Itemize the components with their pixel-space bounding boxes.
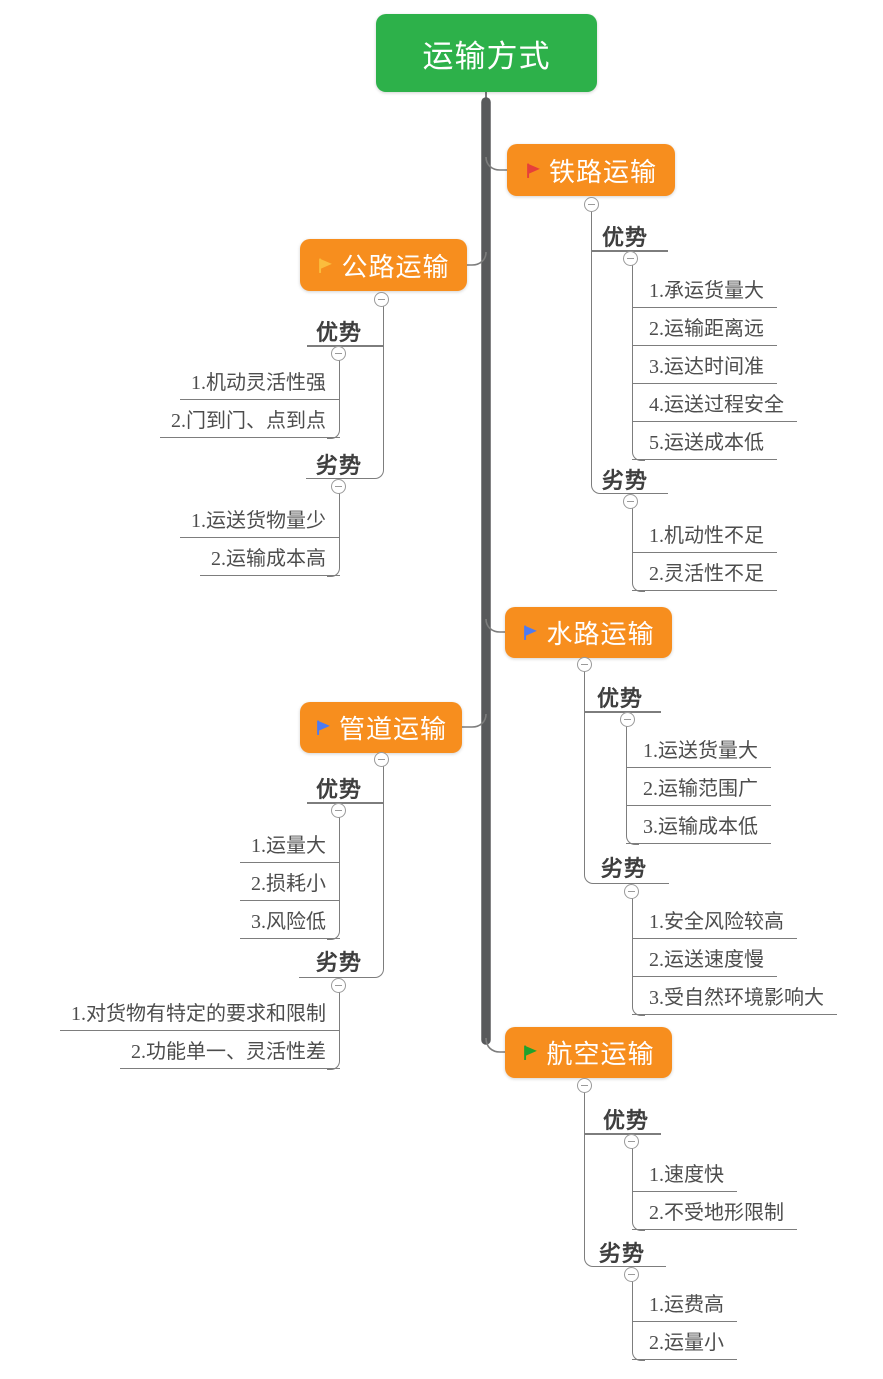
group-underline xyxy=(307,802,384,804)
collapse-button[interactable] xyxy=(331,803,346,818)
collapse-button[interactable] xyxy=(584,197,599,212)
group-underline xyxy=(585,711,661,713)
items-line xyxy=(632,1278,645,1361)
subtopic-item[interactable]: 1.安全风险较高 xyxy=(632,903,797,939)
group-label-advantage[interactable]: 优势 xyxy=(315,777,362,802)
collapse-button[interactable] xyxy=(624,1134,639,1149)
group-label-advantage[interactable]: 优势 xyxy=(603,1108,650,1133)
items-line xyxy=(632,264,645,461)
items-line xyxy=(632,506,645,592)
blue-flag-icon xyxy=(317,720,330,735)
group-label-disadvantage[interactable]: 劣势 xyxy=(601,856,648,881)
subtopic-item[interactable]: 2.损耗小 xyxy=(240,865,340,901)
subtopic-item[interactable]: 2.运输范围广 xyxy=(626,770,771,806)
subtopic-item[interactable]: 3.风险低 xyxy=(240,903,340,939)
subtopic-item[interactable]: 1.运费高 xyxy=(632,1286,737,1322)
items-line xyxy=(327,816,340,940)
group-label-advantage[interactable]: 优势 xyxy=(602,225,649,250)
red-flag-icon xyxy=(527,163,540,178)
subtopic-item[interactable]: 1.机动性不足 xyxy=(632,517,777,553)
subtopic-item[interactable]: 1.对货物有特定的要求和限制 xyxy=(60,995,340,1031)
collapse-button[interactable] xyxy=(577,1078,592,1093)
branch-line xyxy=(299,764,384,978)
subtopic-item[interactable]: 1.承运货量大 xyxy=(632,272,777,308)
subtopic-item[interactable]: 1.运送货量大 xyxy=(626,732,771,768)
topic-label: 铁路运输 xyxy=(548,157,657,187)
items-line xyxy=(327,491,340,577)
collapse-button[interactable] xyxy=(620,712,635,727)
collapse-button[interactable] xyxy=(331,346,346,361)
subtopic-item[interactable]: 3.运输成本低 xyxy=(626,808,771,844)
collapse-button[interactable] xyxy=(623,251,638,266)
collapse-button[interactable] xyxy=(624,1267,639,1282)
items-line xyxy=(626,724,639,845)
items-line xyxy=(327,358,340,439)
topic-label: 水路运输 xyxy=(546,620,655,649)
topic-label: 公路运输 xyxy=(341,252,450,282)
subtopic-item[interactable]: 2.门到门、点到点 xyxy=(160,402,340,438)
subtopic-item[interactable]: 2.运输距离远 xyxy=(632,310,777,346)
subtopic-item[interactable]: 5.运送成本低 xyxy=(632,424,777,460)
group-label-advantage[interactable]: 优势 xyxy=(597,686,644,711)
topic-water[interactable]: 水路运输 xyxy=(505,607,672,658)
group-label-disadvantage[interactable]: 劣势 xyxy=(602,468,649,493)
connector-road xyxy=(467,251,487,266)
group-label-advantage[interactable]: 优势 xyxy=(315,320,362,345)
root-topic[interactable]: 运输方式 xyxy=(376,14,597,92)
subtopic-item[interactable]: 2.功能单一、灵活性差 xyxy=(120,1033,340,1069)
topic-air[interactable]: 航空运输 xyxy=(505,1027,672,1078)
branch-line xyxy=(306,304,384,479)
subtopic-item[interactable]: 2.运输成本高 xyxy=(200,540,340,576)
subtopic-item[interactable]: 1.运送货物量少 xyxy=(180,502,340,538)
collapse-button[interactable] xyxy=(331,479,346,494)
subtopic-item[interactable]: 1.运量大 xyxy=(240,827,340,863)
group-underline xyxy=(585,1133,661,1135)
yellow-flag-icon xyxy=(319,258,333,273)
collapse-button[interactable] xyxy=(623,494,638,509)
items-line xyxy=(632,895,645,1016)
connector-pipe xyxy=(462,713,487,728)
group-label-disadvantage[interactable]: 劣势 xyxy=(315,950,362,975)
connector-water xyxy=(485,618,505,633)
subtopic-item[interactable]: 4.运送过程安全 xyxy=(632,386,797,422)
collapse-button[interactable] xyxy=(374,752,389,767)
branch-line xyxy=(584,1090,666,1267)
topic-pipeline[interactable]: 管道运输 xyxy=(300,702,462,753)
subtopic-item[interactable]: 1.机动灵活性强 xyxy=(180,364,340,400)
connector-rail xyxy=(485,156,507,171)
items-line xyxy=(632,1146,645,1231)
subtopic-item[interactable]: 2.运送速度慢 xyxy=(632,941,777,977)
green-flag-icon xyxy=(524,1045,538,1060)
group-label-disadvantage[interactable]: 劣势 xyxy=(315,453,362,478)
subtopic-item[interactable]: 2.灵活性不足 xyxy=(632,555,777,591)
topic-label: 航空运输 xyxy=(546,1040,655,1069)
group-label-disadvantage[interactable]: 劣势 xyxy=(599,1241,646,1266)
subtopic-item[interactable]: 3.运达时间准 xyxy=(632,348,777,384)
root-topic-label: 运输方式 xyxy=(422,38,551,74)
blue-flag-icon xyxy=(524,625,538,640)
branch-line xyxy=(584,669,669,884)
connector-air xyxy=(485,1037,505,1053)
subtopic-item[interactable]: 2.不受地形限制 xyxy=(632,1194,797,1230)
subtopic-item[interactable]: 1.速度快 xyxy=(632,1156,737,1192)
topic-rail[interactable]: 铁路运输 xyxy=(507,144,675,196)
subtopic-item[interactable]: 3.受自然环境影响大 xyxy=(632,979,837,1015)
subtopic-item[interactable]: 2.运量小 xyxy=(632,1324,737,1360)
collapse-button[interactable] xyxy=(624,884,639,899)
collapse-button[interactable] xyxy=(331,978,346,993)
collapse-button[interactable] xyxy=(577,657,592,672)
group-underline xyxy=(307,345,384,347)
topic-road[interactable]: 公路运输 xyxy=(300,239,467,291)
collapse-button[interactable] xyxy=(374,292,389,307)
topic-label: 管道运输 xyxy=(338,715,447,744)
